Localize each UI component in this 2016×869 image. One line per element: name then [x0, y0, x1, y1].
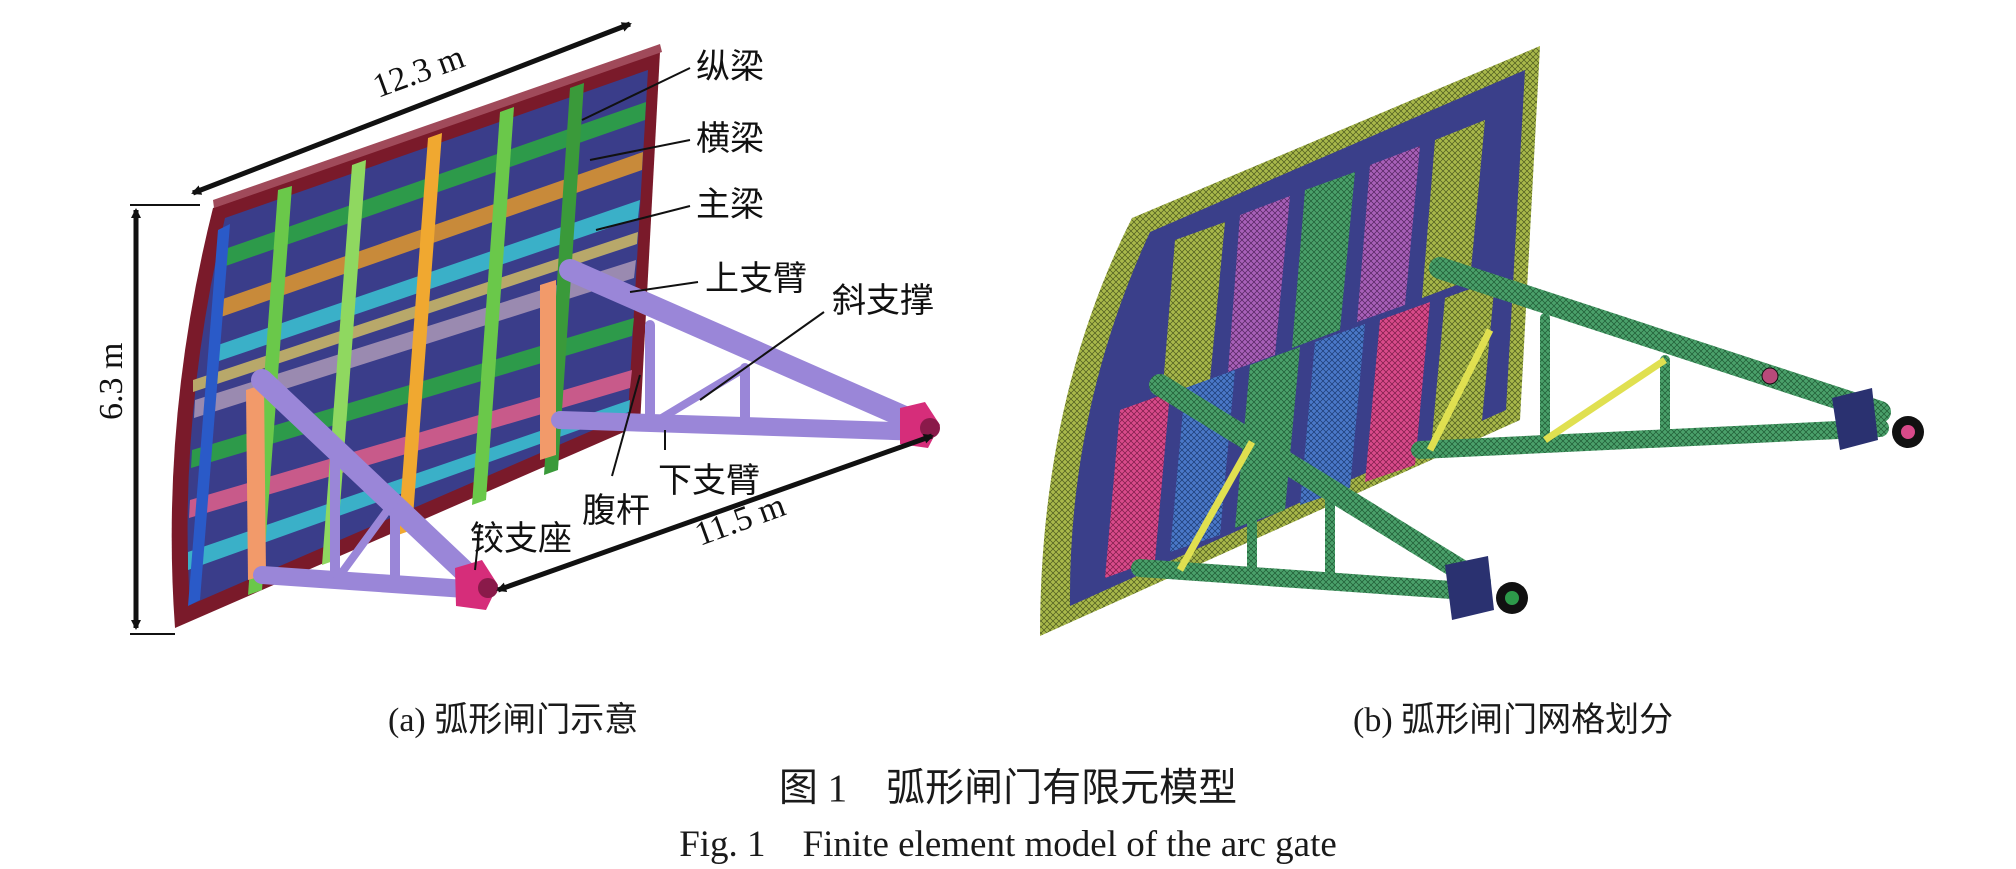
figure-caption-en: Fig. 1 Finite element model of the arc g… [679, 824, 1337, 865]
mesh-diagonal-braces [1176, 328, 1667, 572]
caption-panel-a: (a) 弧形闸门示意 [388, 702, 639, 739]
label-hinge-support: 铰支座 [470, 519, 572, 559]
lower-arm [251, 369, 491, 597]
diagonal-brace [646, 364, 749, 429]
support-arms [251, 259, 936, 599]
label-longitudinal-beam: 纵梁 [696, 47, 764, 87]
figure-caption-zh: 图 1 弧形闸门有限元模型 [778, 767, 1238, 810]
panel-a-gate-schematic: 12.3 m 6.3 m 11.5 m 纵梁 横梁 主梁 上支臂 斜支撑 下支臂… [93, 21, 940, 635]
height-dimension-label: 6.3 m [93, 343, 130, 420]
dimension-arrows [130, 21, 934, 635]
mesh-hinge-supports [1445, 367, 1924, 620]
label-lower-arm: 下支臂 [658, 461, 760, 501]
label-web-member: 腹杆 [582, 491, 650, 531]
panel-b-gate-mesh [1040, 46, 1924, 636]
width-dimension-label: 12.3 m [368, 38, 469, 105]
width-dimension-line [191, 21, 632, 196]
caption-panel-b: (b) 弧形闸门网格划分 [1353, 702, 1674, 739]
main-beam [246, 384, 266, 580]
upper-arm [559, 259, 936, 437]
arm-length-dimension-line [496, 433, 934, 593]
mesh-support-arms [1131, 257, 1891, 601]
label-cross-beam: 横梁 [696, 119, 764, 159]
label-diagonal-brace: 斜支撑 [832, 281, 934, 321]
label-main-beam: 主梁 [696, 185, 764, 225]
leader-lines [474, 67, 825, 571]
label-upper-arm: 上支臂 [705, 259, 807, 299]
